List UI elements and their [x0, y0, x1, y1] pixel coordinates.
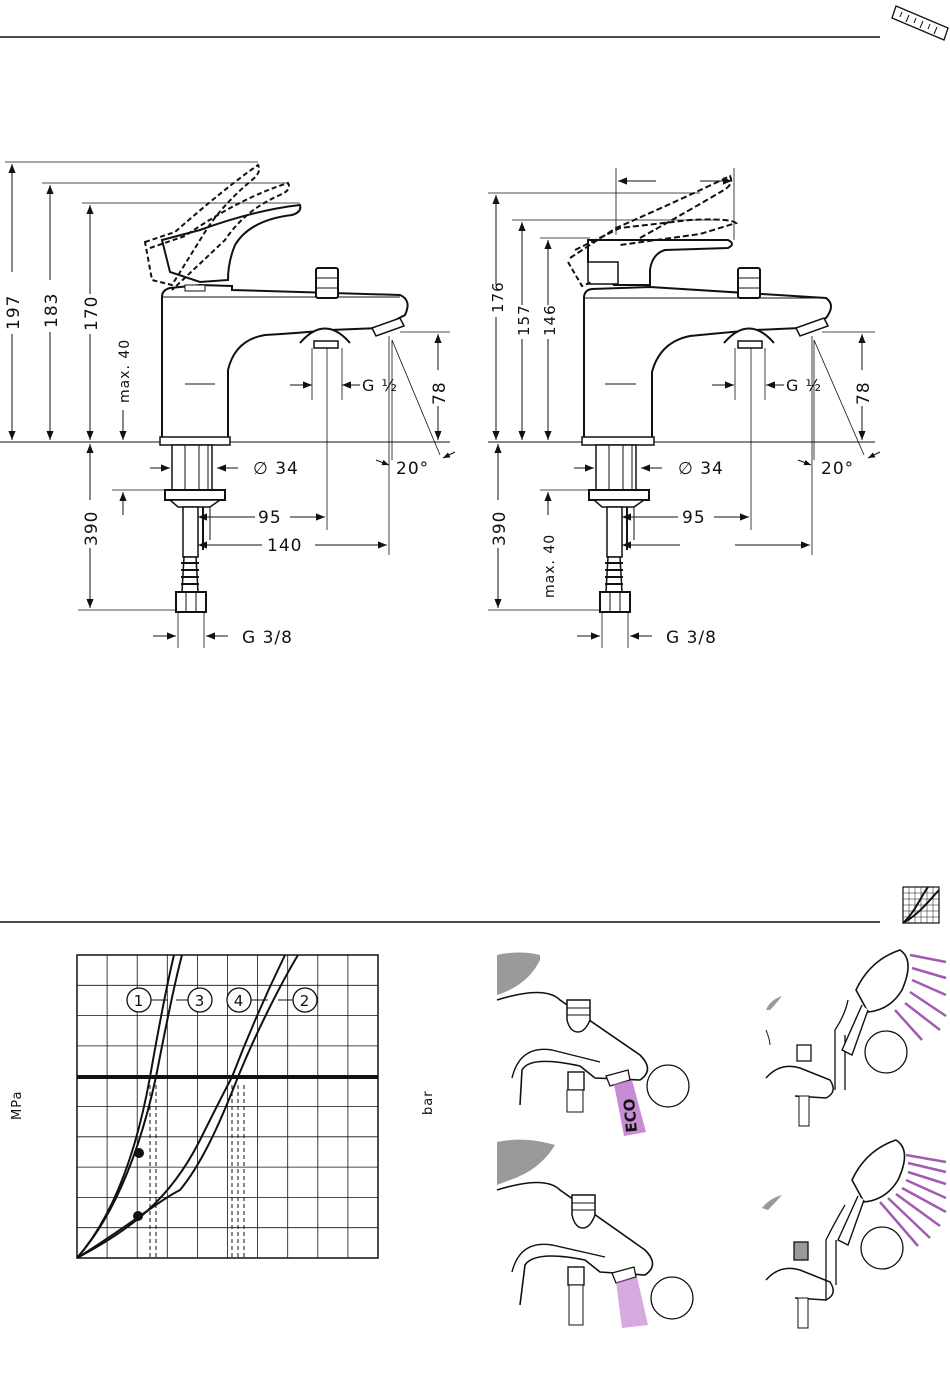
supply-thread-label: G 3/8 — [666, 628, 717, 648]
height-label-3: 146 — [541, 304, 559, 336]
hand-shower-rain-illustration — [762, 1140, 946, 1328]
outlet-thread-label: G ½ — [786, 376, 822, 395]
left-faucet-drawing: 197 183 170 max. 40 G ½ 78 — [0, 162, 455, 648]
below-height-label: 390 — [490, 511, 510, 546]
reach-long-label: 140 — [267, 536, 302, 556]
hand-shower-illustration — [766, 950, 946, 1126]
diameter-label: ∅ 34 — [678, 459, 724, 479]
faucet-lever — [162, 205, 300, 282]
flow-chart-icon — [903, 887, 939, 923]
angle-label: 20° — [396, 459, 429, 479]
diameter-label: ∅ 34 — [253, 459, 299, 479]
svg-text:3: 3 — [195, 992, 206, 1010]
right-faucet-drawing: 176 157 146 G ½ 78 — [486, 168, 880, 648]
height-label-2: 183 — [42, 293, 62, 328]
svg-text:4: 4 — [234, 992, 245, 1010]
spout-flow-illustration — [497, 1140, 693, 1328]
height-label-1: 197 — [4, 295, 24, 330]
reach-short-label: 95 — [682, 508, 706, 528]
svg-text:2: 2 — [300, 992, 311, 1010]
right-unit-label: bar — [421, 1090, 436, 1115]
reach-short-label: 95 — [258, 508, 282, 528]
max-label: max. 40 — [542, 534, 558, 598]
height-label-3: 170 — [82, 296, 102, 331]
flow-rate-chart: 1 3 4 2 MPa bar — [10, 955, 436, 1258]
angle-label: 20° — [821, 459, 854, 479]
faucet-body — [162, 285, 408, 442]
supply-thread-label: G 3/8 — [242, 628, 293, 648]
eco-label: ECO — [620, 1098, 641, 1133]
ruler-icon — [892, 6, 948, 40]
spout-height-label: 78 — [854, 381, 874, 405]
spout-eco-illustration: ECO — [497, 953, 689, 1137]
svg-text:1: 1 — [134, 992, 145, 1010]
below-height-label: 390 — [82, 511, 102, 546]
height-label-1: 176 — [489, 281, 507, 313]
left-unit-label: MPa — [10, 1091, 25, 1120]
height-label-2: 157 — [515, 304, 533, 336]
spout-height-label: 78 — [430, 381, 450, 405]
outlet-thread-label: G ½ — [362, 376, 398, 395]
max-label: max. 40 — [117, 339, 133, 403]
